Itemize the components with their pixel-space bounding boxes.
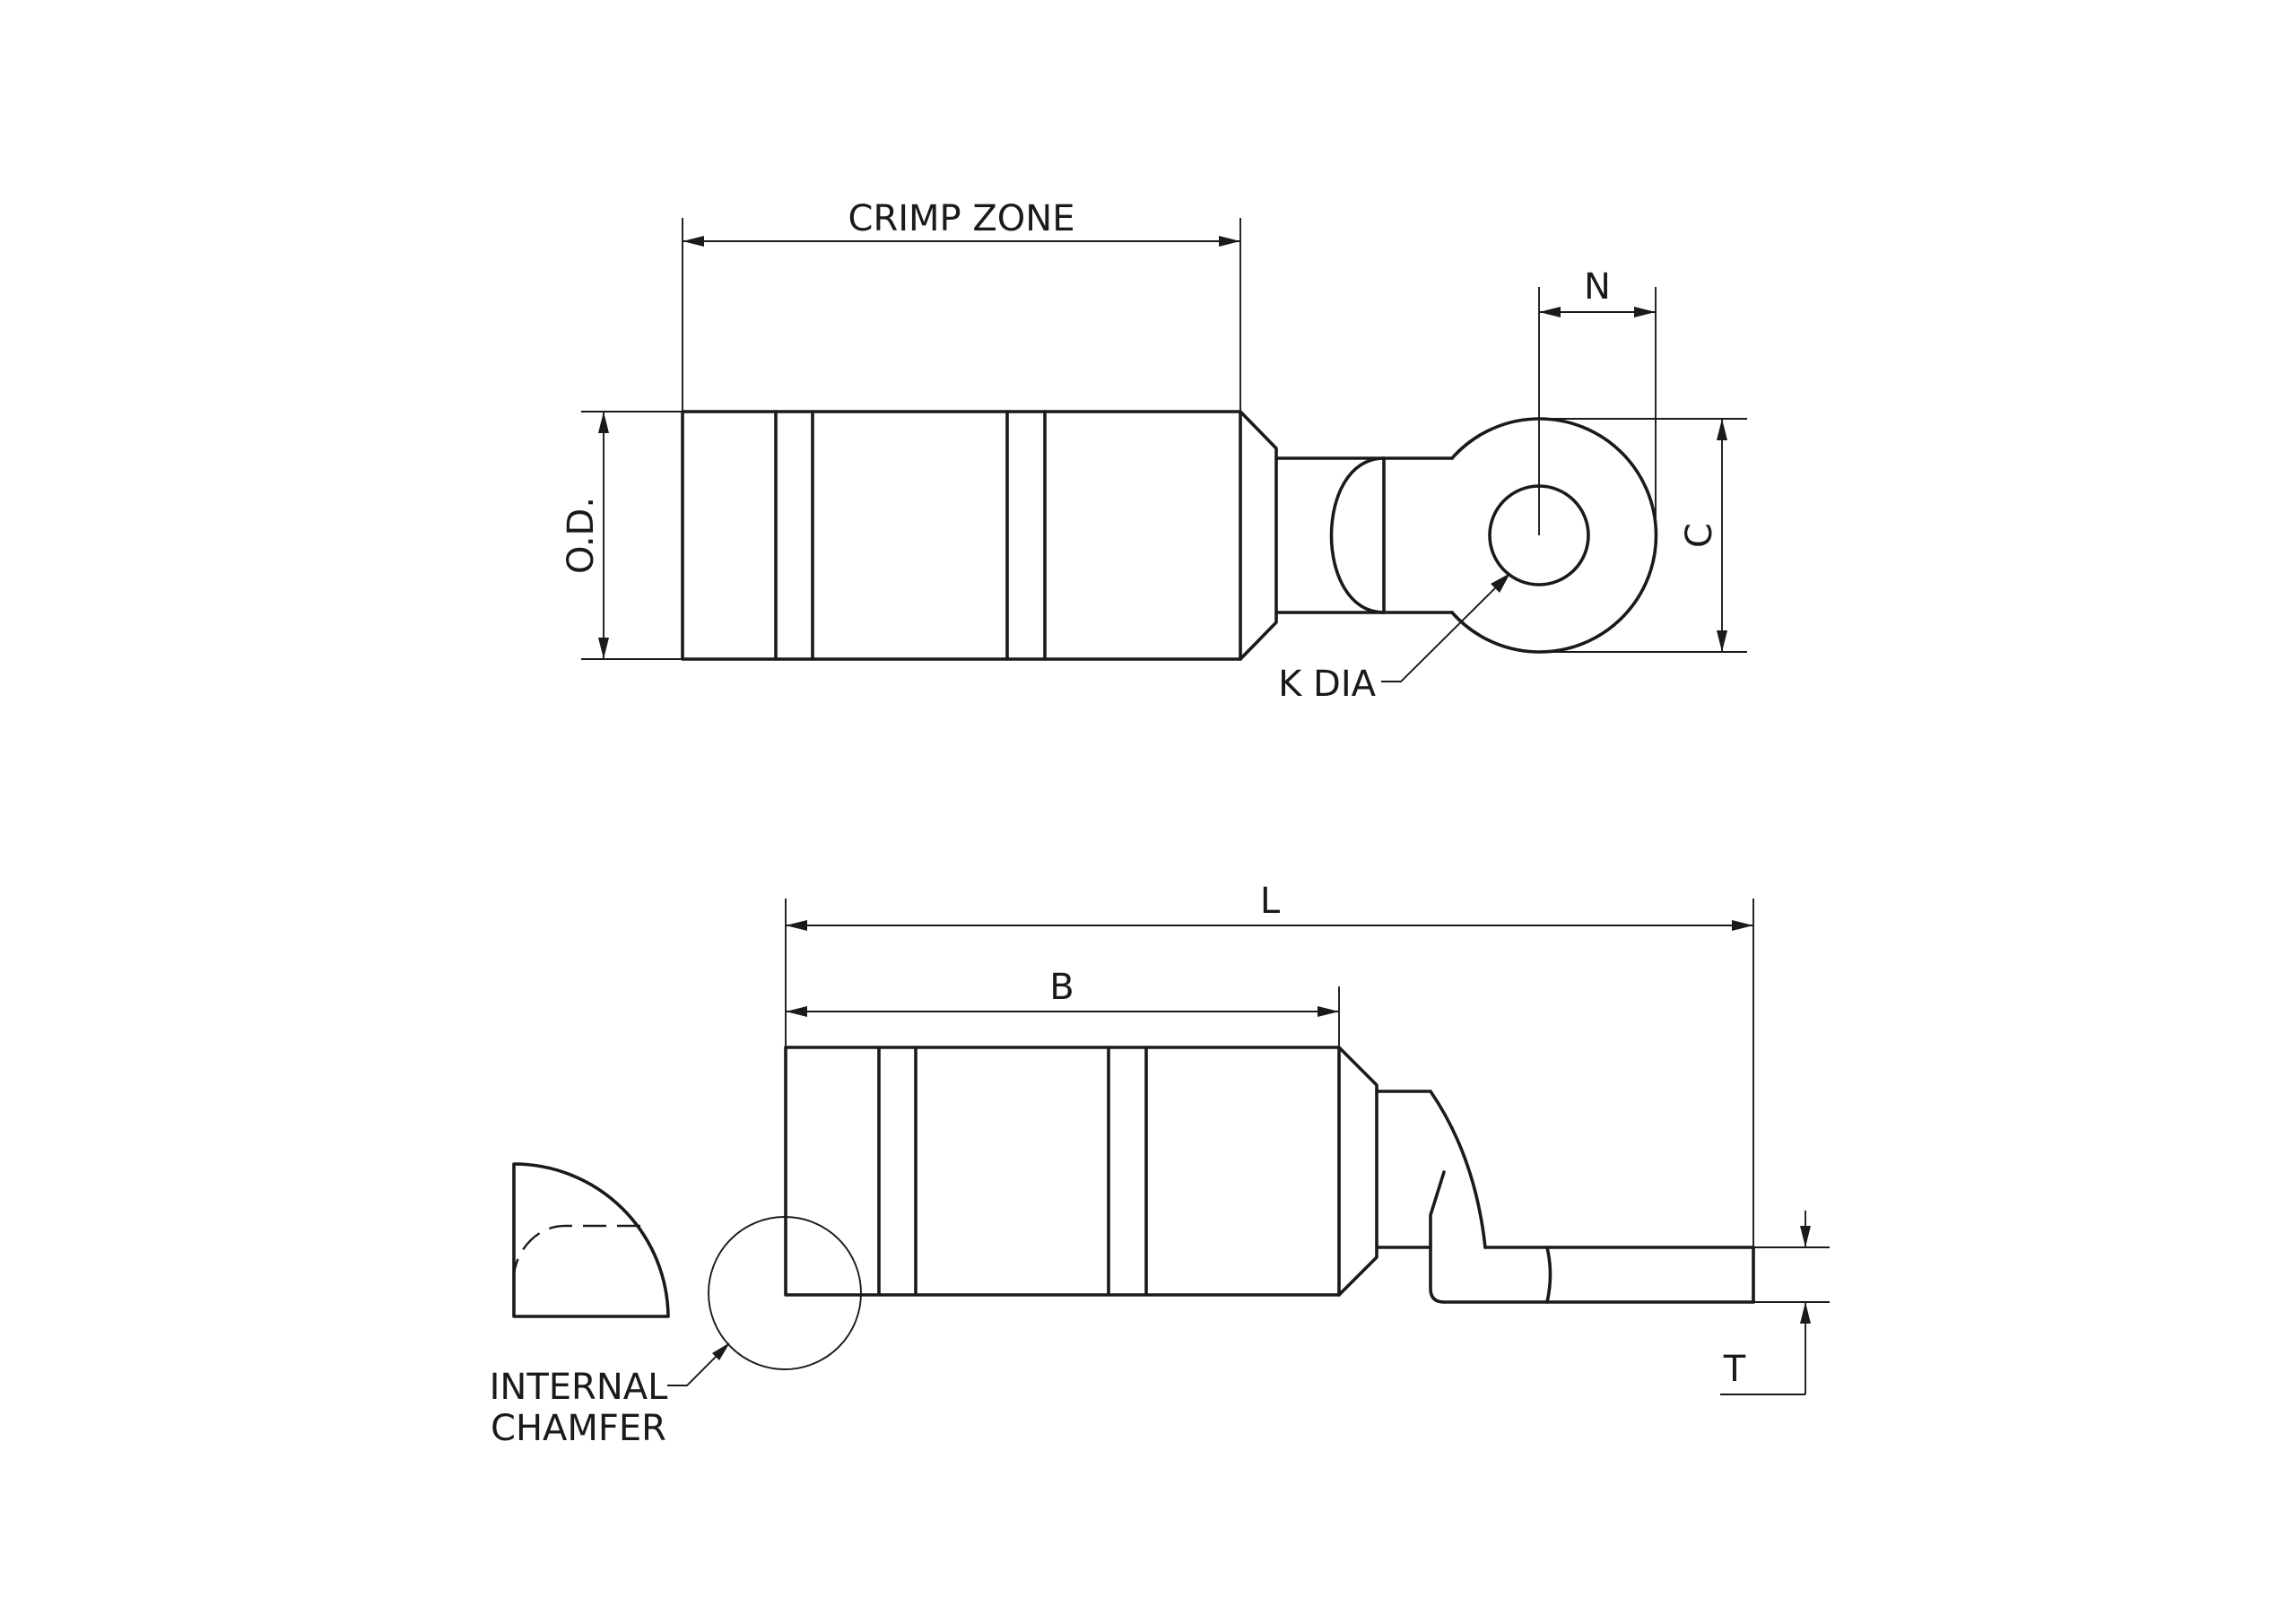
c-label: C bbox=[1679, 523, 1720, 548]
ring-tongue bbox=[1450, 417, 1658, 654]
n-label: N bbox=[1584, 266, 1611, 308]
internal-chamfer-leader: INTERNAL CHAMFER bbox=[490, 1342, 730, 1449]
crimp-zone-label: CRIMP ZONE bbox=[848, 198, 1075, 239]
chamfer-detail-circle bbox=[708, 1216, 862, 1370]
t-dimension: T bbox=[1720, 1211, 1830, 1395]
crimp-zone-dimension: CRIMP ZONE bbox=[682, 198, 1241, 412]
chamfer-label: CHAMFER bbox=[491, 1408, 666, 1449]
top-barrel bbox=[681, 410, 1242, 661]
t-label: T bbox=[1723, 1349, 1746, 1390]
k-dia-label: K DIA bbox=[1278, 664, 1377, 705]
internal-label: INTERNAL bbox=[490, 1367, 669, 1408]
l-label: L bbox=[1260, 881, 1281, 922]
k-dia-leader: K DIA bbox=[1278, 573, 1510, 705]
l-dimension: L bbox=[785, 881, 1754, 1247]
top-view bbox=[681, 410, 1658, 661]
c-dimension: C bbox=[1539, 418, 1747, 653]
od-label: O.D. bbox=[561, 497, 602, 574]
n-dimension: N bbox=[1538, 266, 1657, 535]
top-taper-neck bbox=[1239, 410, 1454, 661]
side-barrel bbox=[784, 1046, 1341, 1297]
side-view bbox=[512, 1046, 1755, 1370]
b-label: B bbox=[1049, 967, 1074, 1008]
b-dimension: B bbox=[786, 967, 1340, 1047]
side-taper-neck bbox=[1337, 1046, 1755, 1304]
chamfer-detail-view bbox=[512, 1162, 670, 1318]
od-dimension: O.D. bbox=[561, 411, 683, 660]
